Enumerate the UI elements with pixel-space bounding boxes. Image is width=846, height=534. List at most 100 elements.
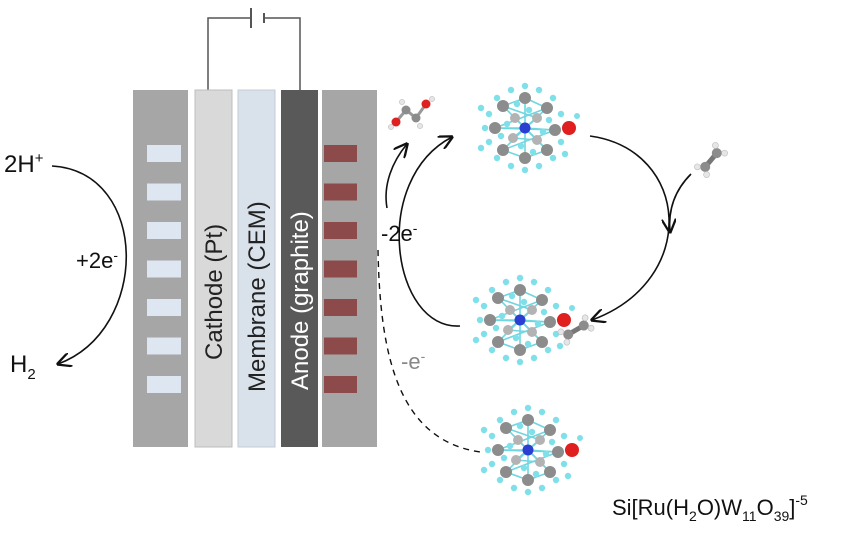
cathode-channel — [147, 222, 181, 239]
tungsten-atom — [535, 435, 545, 445]
hydrogen-atom — [581, 314, 589, 322]
power-source-wire — [207, 8, 301, 90]
oxygen-atom — [525, 106, 533, 114]
oxygen-atom — [557, 138, 565, 146]
carbon-atom — [563, 329, 574, 340]
oxygen-atom — [552, 476, 560, 484]
anode-channels — [324, 145, 357, 393]
catalyst-ethylene-adduct — [472, 274, 575, 366]
oxygen-atom — [544, 346, 552, 354]
cathode-channel — [147, 299, 181, 316]
electron-loss-label: -2e- — [381, 220, 418, 246]
oxygen-atom — [516, 422, 524, 430]
tungsten-atom — [527, 305, 537, 315]
tungsten-atom — [552, 446, 564, 458]
carbon-atom — [578, 320, 589, 331]
oxygen-atom — [544, 286, 552, 294]
oxygen-atom — [488, 346, 496, 354]
cathode-channel — [147, 337, 181, 355]
tungsten-atom — [527, 327, 537, 337]
silicon-atom — [514, 314, 526, 326]
oxygen-atom — [524, 404, 532, 412]
oxygen-atom — [480, 426, 488, 434]
cathode-channel — [147, 145, 181, 162]
anode-channel — [324, 260, 357, 278]
oxygen-atom — [508, 292, 516, 300]
oxygen-atom — [534, 320, 542, 328]
oxygen-atom — [560, 432, 568, 440]
ethylene-glycol-molecule — [388, 96, 435, 130]
tungsten-atom — [497, 100, 509, 112]
tungsten-atom — [513, 435, 523, 445]
tungsten-atom — [532, 113, 542, 123]
silicon-atom — [522, 444, 534, 456]
single-electron-label: -e- — [401, 348, 426, 374]
anode-channel — [324, 183, 357, 201]
oxygen-atom — [477, 144, 485, 152]
ethylene-approach-arrow — [670, 173, 692, 232]
oxygen-atom — [574, 113, 580, 119]
oxygen-atom — [520, 464, 528, 472]
hydrogen-label: H2 — [10, 351, 36, 383]
oxygen-atom — [510, 484, 518, 492]
oxygen-atom — [492, 324, 500, 332]
oxygen-atom — [480, 302, 488, 310]
oxygen-atom — [524, 488, 532, 496]
oxygen-atom — [549, 154, 557, 162]
oxygen-atom — [484, 446, 492, 454]
oxygen-atom — [512, 334, 520, 342]
oxygen-atom — [521, 82, 529, 90]
hydrogen-atom — [712, 142, 719, 149]
oxygen-atom — [520, 298, 528, 306]
oxygen-atom — [561, 150, 569, 158]
oxygen-atom — [530, 278, 538, 286]
oxygen-atom — [516, 358, 524, 366]
proton-label: 2H+ — [4, 150, 44, 178]
oxygen-atom — [539, 128, 547, 136]
tungsten-atom — [503, 325, 513, 335]
oxygen-atom — [545, 116, 553, 124]
cathode-label: Cathode (Pt) — [201, 224, 228, 360]
anode-label: Anode (graphite) — [287, 211, 314, 390]
backbone — [394, 103, 428, 123]
carbon-atom — [711, 148, 722, 159]
oxygen-atom — [502, 278, 510, 286]
cathode-channel — [147, 260, 181, 278]
oxygen-atom — [496, 416, 504, 424]
oxygen-atom — [517, 142, 525, 150]
tungsten-atom — [549, 124, 561, 136]
oxygen-atom — [500, 454, 508, 462]
oxygen-atom — [498, 312, 506, 320]
anode-channel — [324, 145, 357, 162]
anode-layer — [281, 90, 318, 447]
oxygen-atom — [535, 162, 543, 170]
tungsten-atom — [514, 344, 526, 356]
tungsten-atom — [510, 113, 520, 123]
oxygen-atom — [521, 166, 529, 174]
carbon-atom — [700, 161, 711, 172]
ethylene-molecule — [694, 142, 728, 178]
oxygen-atom — [540, 308, 548, 316]
oxidation-return-arrow — [398, 137, 461, 327]
hydrogen-atom — [399, 99, 405, 105]
oxygen-atom — [530, 354, 538, 362]
carbon-atom — [401, 105, 411, 115]
product-release-arrow — [385, 144, 407, 209]
bond — [502, 105, 538, 119]
anode-channel — [324, 337, 357, 355]
bond — [497, 429, 551, 451]
catalyst-reduced-complex — [480, 404, 583, 496]
tungsten-atom — [500, 466, 512, 478]
carbon-atom — [411, 113, 421, 123]
oxygen-atom — [549, 94, 557, 102]
cathode-channel — [147, 183, 181, 201]
tungsten-atom — [505, 305, 515, 315]
oxygen-atom — [507, 162, 515, 170]
oxygen-atom — [472, 336, 480, 344]
catalyst-aqua-complex — [477, 82, 580, 174]
tungsten-atom — [508, 133, 518, 143]
ruthenium-atom — [565, 443, 579, 457]
cathode-channel — [147, 376, 181, 393]
oxygen-atom — [480, 466, 488, 474]
